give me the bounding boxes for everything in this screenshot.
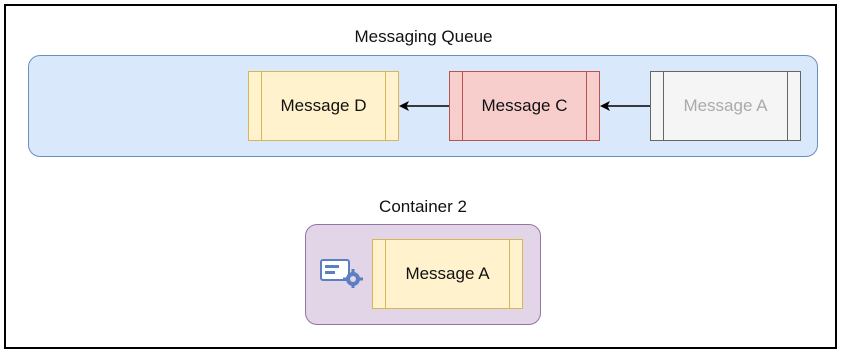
service-gear-icon <box>320 259 363 288</box>
queue-message-c-label: Message C <box>481 96 568 115</box>
queue-message-d: Message D <box>248 71 399 141</box>
process-bar-right <box>787 72 788 140</box>
container-2-title: Container 2 <box>379 197 467 216</box>
process-bar-left <box>663 72 664 140</box>
container-message-a-label: Message A <box>405 264 490 283</box>
container-message-a: Message A <box>372 239 523 309</box>
process-bar-left <box>385 240 386 308</box>
queue-message-d-label: Message D <box>280 96 367 115</box>
process-bar-right <box>385 72 386 140</box>
process-bar-left <box>261 72 262 140</box>
queue-message-a: Message A <box>650 71 801 141</box>
process-bar-right <box>509 240 510 308</box>
process-bar-right <box>586 72 587 140</box>
process-bar-left <box>462 72 463 140</box>
messaging-queue-title: Messaging Queue <box>354 27 493 46</box>
queue-message-c: Message C <box>449 71 600 141</box>
queue-message-a-label: Message A <box>683 96 768 115</box>
